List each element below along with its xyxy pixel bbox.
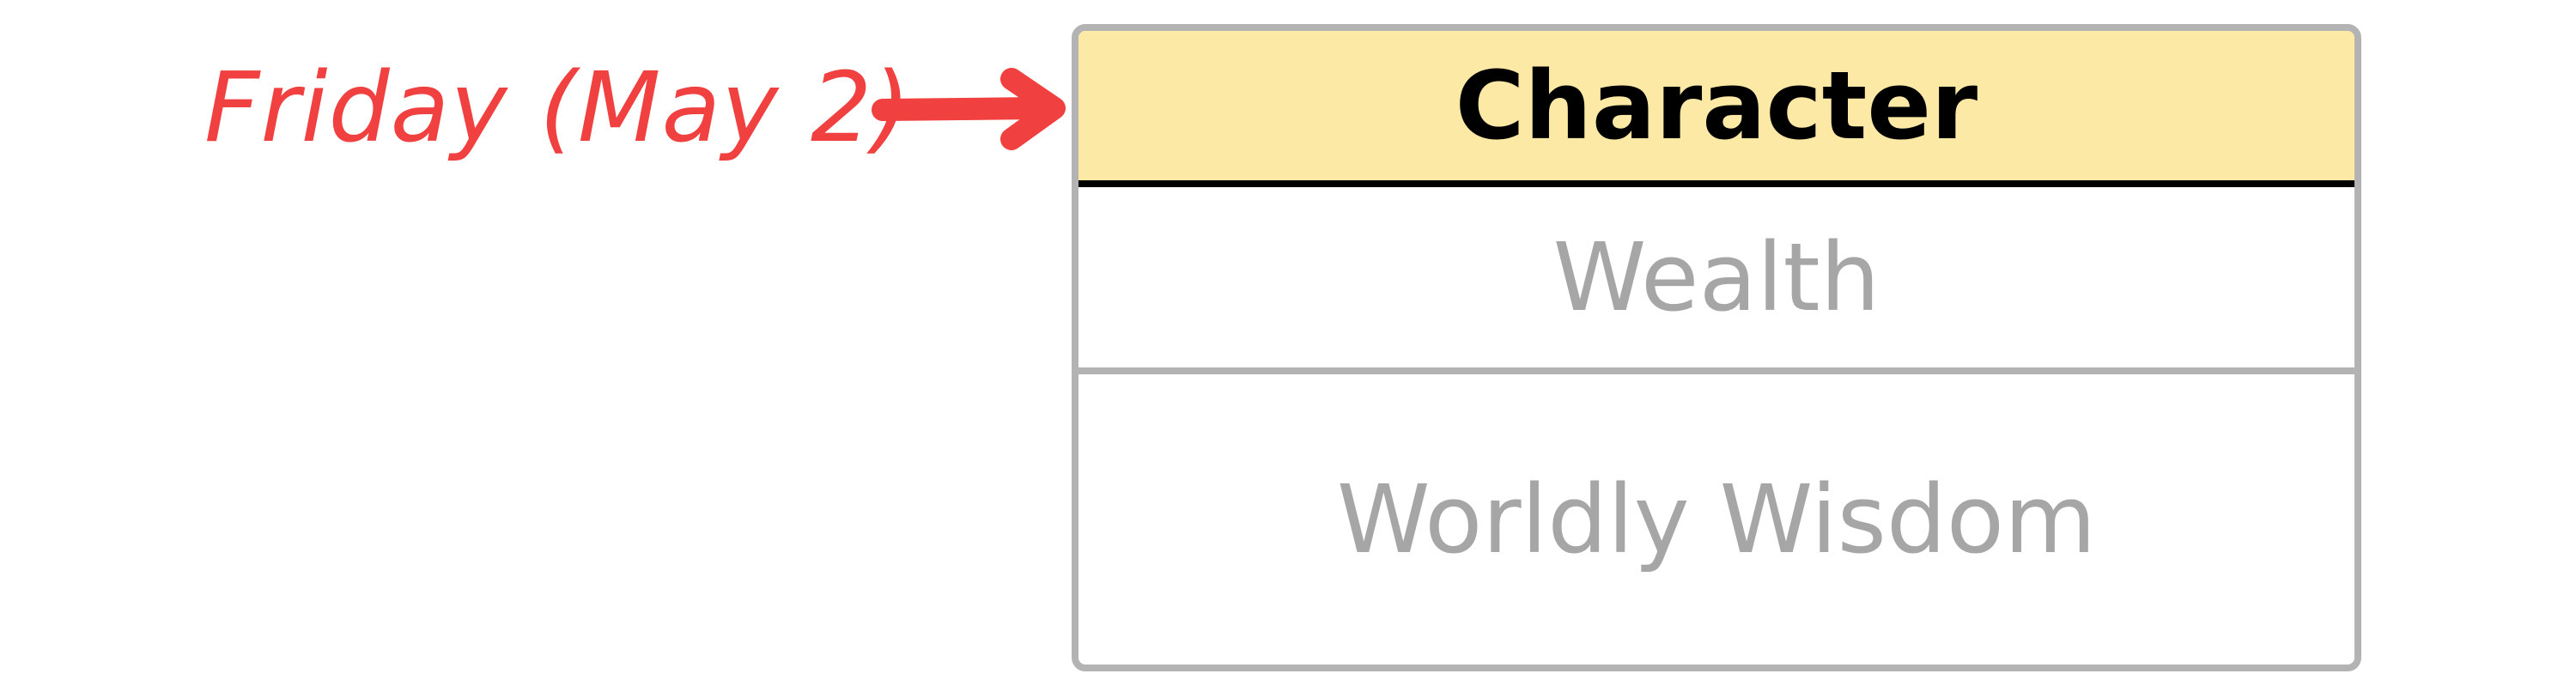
- date-annotation-label: Friday (May 2): [204, 52, 911, 164]
- arrow-right-icon: [872, 68, 1066, 150]
- priority-stack: Character Wealth Worldly Wisdom: [1072, 24, 2361, 671]
- stack-item-character: Character: [1078, 31, 2354, 187]
- stack-item-wealth: Wealth: [1078, 187, 2354, 374]
- stack-item-worldly-wisdom: Worldly Wisdom: [1336, 464, 2097, 574]
